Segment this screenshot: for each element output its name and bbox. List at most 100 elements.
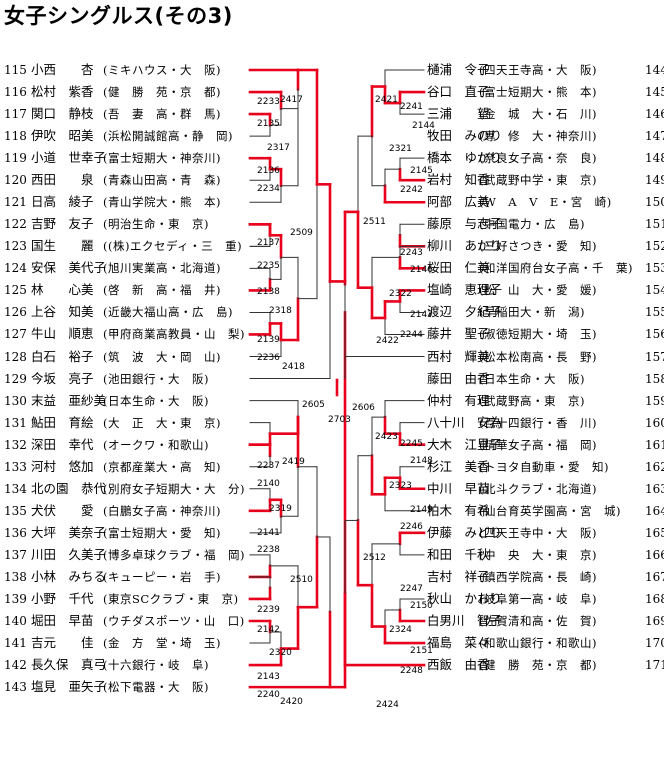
player-name: 川田 久美子 [31,546,107,562]
player-affiliation: (京都産業大・高 知) [103,459,221,474]
player-name: 藤井 聖子 [427,326,490,342]
player-name: 長久保 真弓 [31,657,107,673]
seed-number: 147 [645,129,664,144]
player-affiliation: (四天王寺高・大 阪) [479,63,597,77]
seed-number: 117 [4,107,27,122]
seed-number: 149 [645,173,664,188]
player-name: 桜田 仁美 [427,260,490,276]
player-name: 三浦 望 [427,106,490,122]
player-name: 阿部 広美 [427,194,490,210]
match-number: 2137 [257,238,280,248]
match-number: 2512 [363,553,386,563]
seed-number: 132 [4,437,27,452]
player-affiliation: (青山学院大・熊 本) [103,195,221,210]
seed-number: 131 [4,415,27,430]
seed-number: 137 [4,547,27,562]
player-name: 西田 泉 [31,172,94,188]
player-name: 和田 千秋 [427,546,490,562]
player-name: 小野 千代 [31,590,94,606]
match-number: 2419 [282,457,305,467]
player-affiliation: (ミキハウス・大 阪) [103,63,221,77]
player-affiliation: (ウチダスポーツ・山 口) [103,614,245,628]
page-title: 女子シングルス(その3) [4,4,233,28]
match-number: 2236 [257,353,280,363]
seed-number: 152 [645,239,664,254]
match-number: 2146 [410,265,433,275]
match-number: 2235 [257,261,280,271]
seed-number: 160 [645,415,664,430]
player-affiliation: ((株)エクセディ・三 重) [103,239,243,254]
player-affiliation: (啓 新 高・福 井) [103,283,221,298]
player-name: 白石 裕子 [31,348,94,364]
seed-number: 115 [4,63,27,77]
player-name: 伊藤 みどり [427,524,503,540]
player-name: 谷口 直子 [427,84,490,100]
seed-number: 133 [4,459,27,474]
player-name: 樋浦 令子 [427,62,490,77]
match-number: 2233 [257,97,280,107]
player-name: 末益 亜紗美 [31,392,107,408]
match-number: 2422 [376,336,399,346]
player-affiliation: (鎮西学院高・長 崎) [479,569,597,584]
match-number: 2246 [400,522,423,532]
player-name: 福島 菜々 [427,635,490,651]
player-affiliation: (健 勝 苑・京 都) [103,85,221,100]
player-affiliation: (三好さつき・愛 知) [479,239,597,254]
match-number: 2135 [257,119,280,129]
player-affiliation: (日本生命・大 阪) [479,371,585,386]
match-number: 2143 [257,672,280,682]
match-number: 2317 [267,143,290,153]
seed-number: 144 [645,63,664,77]
player-affiliation: (筑 波 大・岡 山) [103,349,221,364]
match-number: 2238 [257,545,280,555]
seed-number: 150 [645,195,664,210]
match-number: 2151 [410,646,433,656]
player-name: 西飯 由香 [427,657,490,673]
match-number: 2138 [257,287,280,297]
player-affiliation: (近畿大福山高・広 島) [103,305,233,320]
player-affiliation: (青森山田高・青 森) [103,173,221,188]
seed-number: 134 [4,481,27,496]
player-name: 吉村 祥子 [427,568,490,584]
match-number: 2318 [269,306,292,316]
match-number: 2703 [328,415,351,425]
player-affiliation: (中 央 大・東 京) [479,547,597,562]
player-name: 今坂 亮子 [31,370,94,386]
match-number: 2247 [400,584,423,594]
player-name: 塩崎 恵理子 [427,282,503,298]
player-affiliation: (トヨタ自動車・愛 知) [479,459,609,474]
player-name: 岩村 知香 [427,172,490,188]
seed-number: 151 [645,217,664,232]
player-name: 安保 美代子 [31,260,107,276]
player-name: 小西 杏 [31,62,94,77]
seed-number: 166 [645,547,664,562]
seed-number: 155 [645,305,664,320]
seed-number: 165 [645,525,664,540]
player-name: 国生 麗 [31,238,94,254]
seed-number: 146 [645,107,664,122]
seed-number: 171 [645,658,664,673]
player-name: 林 心美 [31,282,94,298]
match-number: 2147 [410,310,433,320]
seed-number: 170 [645,636,664,651]
player-name: 八十川 安為 [427,414,503,430]
player-name: 杉江 美香 [427,458,490,474]
seed-number: 130 [4,393,27,408]
seed-number: 145 [645,85,664,100]
seed-number: 161 [645,437,664,452]
match-number: 2510 [290,575,313,585]
seed-number: 128 [4,349,27,364]
match-number: 2149 [410,505,433,515]
seed-number: 135 [4,503,27,518]
seed-number: 163 [645,481,664,496]
player-affiliation: (松本松南高・長 野) [479,349,597,364]
match-number: 2248 [400,666,423,676]
player-affiliation: (白鵬女子高・神奈川) [103,503,221,518]
match-number: 2421 [375,95,398,105]
seed-number: 118 [4,129,27,144]
player-name: 大坪 美奈子 [31,524,107,540]
player-affiliation: (十六銀行・岐 阜) [103,658,209,673]
player-affiliation: (富士短期大・神奈川) [103,151,221,166]
player-name: 柳川 あかり [427,238,503,254]
